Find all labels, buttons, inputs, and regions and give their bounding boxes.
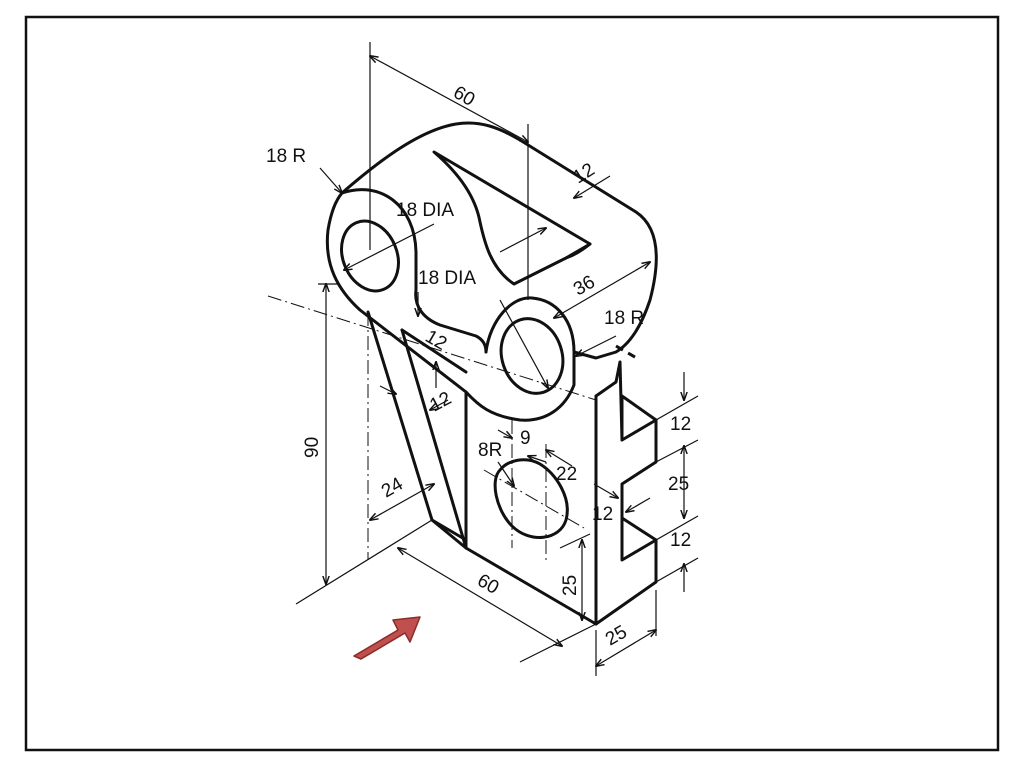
- dim-base-depth: 25: [602, 622, 631, 651]
- dim-base-length: 60: [474, 570, 503, 599]
- dim-notch-top: 12: [670, 414, 691, 435]
- dim-right-hole-dia: 18 DIA: [418, 268, 476, 289]
- rib: [366, 310, 468, 550]
- dim-top-length: 60: [450, 82, 479, 111]
- end-block-notch: [594, 360, 658, 626]
- hidden-edge: [615, 344, 641, 362]
- plate-front-edge: [484, 296, 576, 354]
- dimension-labels: 60 18 R 18 DIA 12 18 DIA 36 18 R 12 12 9…: [266, 82, 691, 650]
- dim-top-thickness: 12: [422, 326, 451, 355]
- left-boss-face: [340, 188, 488, 354]
- right-hole: [499, 317, 565, 395]
- dim-right-radius: 18 R: [604, 308, 644, 329]
- dim-slot-radius: 8R: [478, 440, 502, 461]
- dim-notch-bottom: 12: [670, 530, 691, 551]
- dim-notch-height: 25: [668, 474, 689, 495]
- dim-top-width: 36: [570, 272, 599, 301]
- top-slot: [432, 150, 592, 286]
- dim-top-radius: 18 R: [266, 146, 306, 167]
- dim-notch-depth: 12: [592, 504, 613, 525]
- dim-rib-thickness: 12: [426, 388, 455, 416]
- dim-slot-length: 22: [556, 464, 577, 485]
- top-plate-outline: [325, 121, 658, 422]
- dim-left-hole-dia: 18 DIA: [396, 200, 454, 221]
- part-body: [325, 121, 658, 626]
- dimension-lines: [295, 42, 699, 676]
- dim-rib-base: 24: [378, 473, 407, 502]
- dim-overall-height: 90: [302, 437, 323, 458]
- dim-slot-width: 12: [570, 159, 599, 188]
- dim-slot-height: 25: [560, 575, 581, 596]
- view-direction-arrow-icon: [353, 616, 421, 660]
- dim-slot-offset: 9: [520, 428, 531, 449]
- drawing-frame: [24, 15, 1000, 752]
